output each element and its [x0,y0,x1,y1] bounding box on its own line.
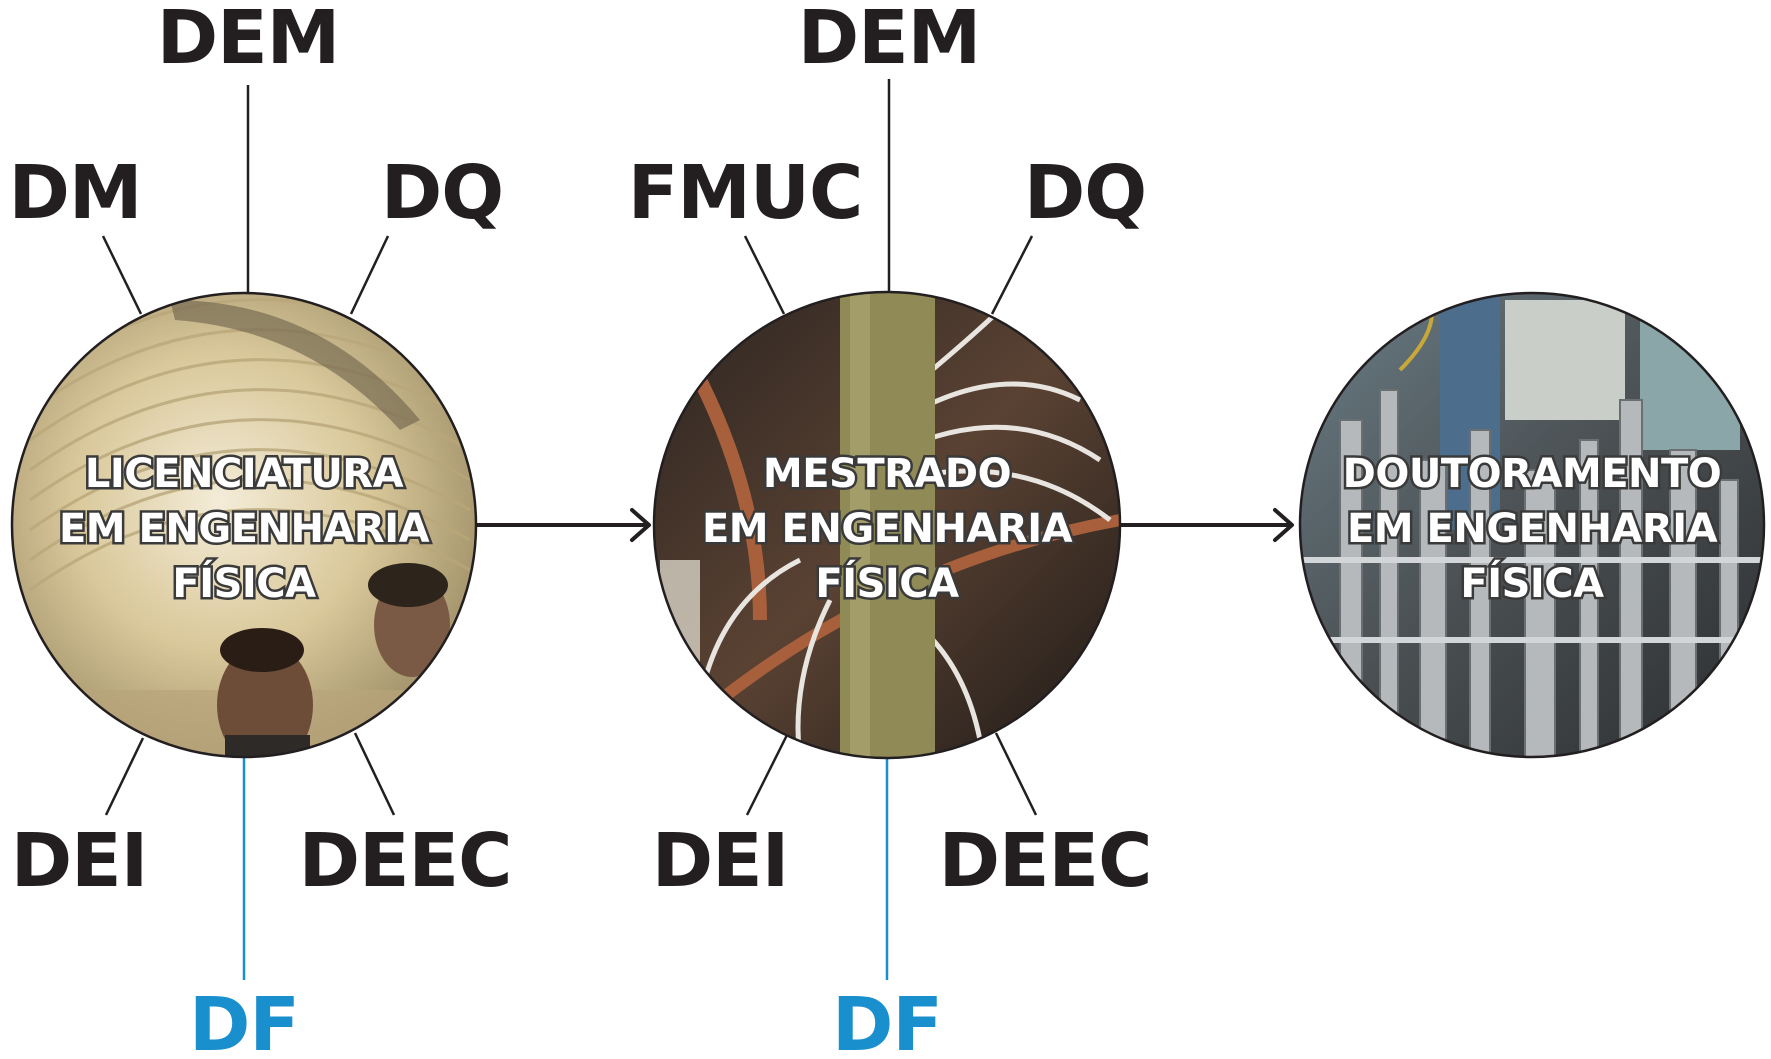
stage-title-line-1: MESTRADO [763,451,1011,497]
arrow-right-icon [1119,508,1294,542]
connector-dei [104,737,145,816]
dept-label-dei: DEI [11,818,148,904]
dept-label-fmuc: FMUC [628,150,863,236]
dept-label-df: DF [832,982,942,1059]
arrow-right-icon [475,508,651,542]
dept-label-dei: DEI [652,818,789,904]
stage-circle-mestrado: MESTRADO EM ENGENHARIA FÍSICA [652,290,1122,760]
stage-title-line-3: FÍSICA [815,559,959,607]
stage-title-line-2: EM ENGENHARIA [702,506,1073,552]
connector-dei [745,734,789,816]
dept-label-dm: DM [8,150,141,236]
stage-title-line-3: FÍSICA [172,559,316,607]
stage-title-line-1: DOUTORAMENTO [1343,451,1722,497]
connectors-stage-2 [743,79,1038,980]
connector-deec [353,732,396,816]
dept-label-deec: DEEC [299,818,512,904]
connectors-stage-1 [101,85,396,980]
connector-dq [349,235,390,315]
connector-dm [101,235,143,315]
stage-title-line-2: EM ENGENHARIA [59,506,430,552]
dept-label-dq: DQ [1024,150,1146,236]
dept-label-dem: DEM [157,0,340,81]
progression-arrows [475,508,1294,542]
stage-title-line-1: LICENCIATURA [85,451,404,497]
departments-stage-2: DEM FMUC DQ DEI DEEC DF [628,0,1153,1059]
stage-title-line-2: EM ENGENHARIA [1347,506,1718,552]
dept-label-deec: DEEC [939,818,1152,904]
stage-circle-licenciatura: LICENCIATURA EM ENGENHARIA FÍSICA [10,291,478,759]
connector-dq [990,235,1034,315]
photo-lab-equipment [1300,293,1764,757]
dept-label-df: DF [189,982,299,1059]
dept-label-dem: DEM [798,0,981,81]
stage-title-line-3: FÍSICA [1460,559,1604,607]
stage-circle-doutoramento: DOUTORAMENTO EM ENGENHARIA FÍSICA [1298,291,1766,759]
connector-fmuc [743,235,786,315]
departments-stage-1: DEM DM DQ DEI DEEC DF [8,0,512,1059]
dept-label-dq: DQ [381,150,503,236]
connector-deec [994,732,1038,816]
